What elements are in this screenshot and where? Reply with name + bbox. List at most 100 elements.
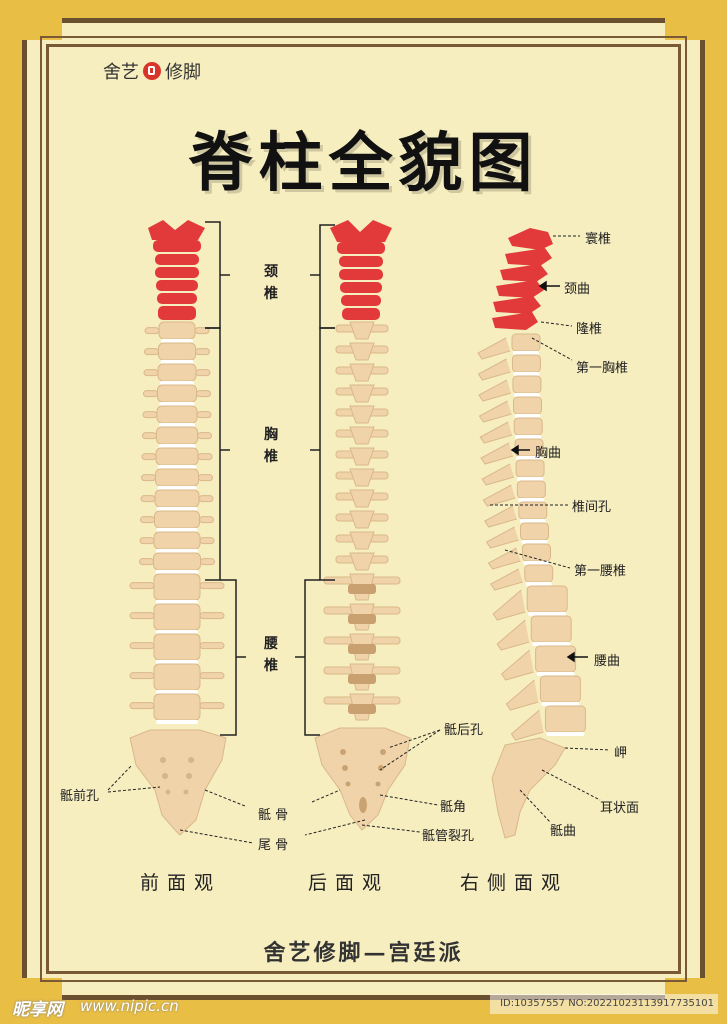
transverse-process bbox=[199, 537, 215, 545]
intervertebral-disc bbox=[541, 702, 580, 706]
transverse-process bbox=[196, 411, 212, 419]
intervertebral-disc bbox=[532, 642, 571, 646]
spinous-process bbox=[490, 568, 523, 591]
lamina-gap bbox=[348, 644, 376, 654]
spinous-process bbox=[349, 468, 375, 487]
inner-frame bbox=[46, 44, 681, 974]
spinous-process bbox=[477, 337, 511, 360]
watermark-id: ID:10357557 NO:20221023113917735101 bbox=[490, 994, 718, 1014]
watermark-url: www.nipic.cn bbox=[80, 997, 179, 1015]
label-lumbar-curve: 腰曲 bbox=[594, 654, 621, 669]
spinous-process bbox=[349, 405, 375, 424]
intervertebral-disc bbox=[519, 519, 546, 523]
spinous-process bbox=[481, 463, 515, 486]
transverse-process bbox=[142, 432, 157, 440]
intervertebral-disc bbox=[156, 630, 198, 634]
intervertebral-disc bbox=[517, 477, 544, 481]
vertebral-body bbox=[515, 459, 545, 478]
front-spine bbox=[129, 220, 227, 836]
vertebral-body bbox=[153, 552, 201, 571]
intervertebral-disc bbox=[156, 600, 198, 604]
vertebral-body bbox=[156, 426, 198, 445]
vertebral-body bbox=[524, 564, 554, 583]
intervertebral-disc bbox=[513, 393, 540, 397]
spinous-process bbox=[349, 510, 375, 529]
intervertebral-disc bbox=[157, 486, 197, 490]
spinous-process bbox=[500, 649, 534, 681]
transverse-process bbox=[144, 327, 160, 335]
transverse-process bbox=[129, 612, 155, 620]
spinous-process bbox=[492, 589, 526, 621]
label-vertebra-prominens: 隆椎 bbox=[576, 322, 603, 337]
transverse-process bbox=[143, 369, 159, 377]
label-first-lumbar: 第一腰椎 bbox=[574, 564, 627, 579]
transverse-process bbox=[199, 582, 225, 590]
intervertebral-disc bbox=[156, 720, 198, 724]
transverse-process bbox=[140, 495, 156, 503]
intervertebral-disc bbox=[546, 732, 585, 736]
lamina-gap bbox=[348, 674, 376, 684]
spinous-process bbox=[485, 526, 519, 549]
vertebral-body bbox=[513, 417, 543, 436]
vertebral-body bbox=[516, 480, 546, 499]
vertebral-body bbox=[153, 663, 201, 691]
caption-back-view: 后面观 bbox=[308, 872, 390, 894]
vertebral-body bbox=[513, 396, 543, 415]
brand-logo: 舍艺 修脚 bbox=[103, 58, 201, 84]
transverse-process bbox=[142, 411, 158, 419]
side-cervical bbox=[492, 228, 553, 330]
region-brackets bbox=[205, 221, 335, 736]
transverse-process bbox=[199, 672, 225, 680]
brand-left: 舍艺 bbox=[103, 62, 139, 83]
vertebral-body bbox=[153, 693, 201, 721]
lamina-gap bbox=[348, 614, 376, 624]
vertebral-body bbox=[153, 603, 201, 631]
label-cervical: 颈椎 bbox=[264, 264, 278, 302]
spinous-process bbox=[349, 363, 375, 382]
label-promontory: 岬 bbox=[614, 746, 628, 761]
vertebral-body bbox=[153, 573, 201, 601]
vertebral-body bbox=[535, 645, 577, 673]
transverse-process bbox=[198, 495, 214, 503]
transverse-process bbox=[200, 558, 215, 566]
transverse-process bbox=[141, 474, 156, 482]
side-thoracolumbar bbox=[477, 333, 586, 741]
intervertebral-disc bbox=[159, 402, 195, 406]
intervertebral-disc bbox=[523, 561, 550, 565]
label-sacral-horn: 骶角 bbox=[440, 800, 467, 815]
caption-right-view: 右侧面观 bbox=[460, 872, 569, 894]
vertebral-body bbox=[154, 510, 200, 529]
inner-frame-outline bbox=[40, 36, 687, 982]
back-thoracic bbox=[323, 321, 401, 721]
spinous-process bbox=[349, 552, 375, 571]
intervertebral-disc bbox=[518, 498, 545, 502]
transverse-process bbox=[144, 348, 159, 356]
spinous-process bbox=[479, 421, 513, 444]
label-auricular-surface: 耳状面 bbox=[600, 801, 640, 816]
vertebral-body bbox=[511, 333, 541, 352]
transverse-process bbox=[199, 516, 214, 524]
intervertebral-disc bbox=[156, 528, 198, 532]
label-thoracic: 胸椎 bbox=[264, 427, 278, 465]
transverse-process bbox=[139, 537, 155, 545]
label-posterior-foramina: 骶后孔 bbox=[444, 723, 484, 738]
intervertebral-disc bbox=[156, 549, 198, 553]
transverse-process bbox=[129, 642, 155, 650]
back-sacrum bbox=[314, 727, 411, 831]
label-sacral-curve: 骶曲 bbox=[550, 824, 577, 839]
vertebral-body bbox=[539, 675, 581, 703]
transverse-process bbox=[198, 474, 213, 482]
spinous-process bbox=[477, 358, 511, 381]
transverse-process bbox=[141, 453, 157, 461]
outer-frame bbox=[22, 18, 705, 1000]
transverse-process bbox=[197, 453, 213, 461]
intervertebral-disc bbox=[156, 660, 198, 664]
intervertebral-disc bbox=[528, 612, 567, 616]
transverse-process bbox=[129, 582, 155, 590]
back-cervical bbox=[330, 220, 392, 320]
caption-front-view: 前面观 bbox=[140, 872, 222, 894]
vertebral-body bbox=[156, 405, 198, 424]
front-sacral-foramina bbox=[160, 757, 194, 795]
spinous-process bbox=[349, 489, 375, 508]
